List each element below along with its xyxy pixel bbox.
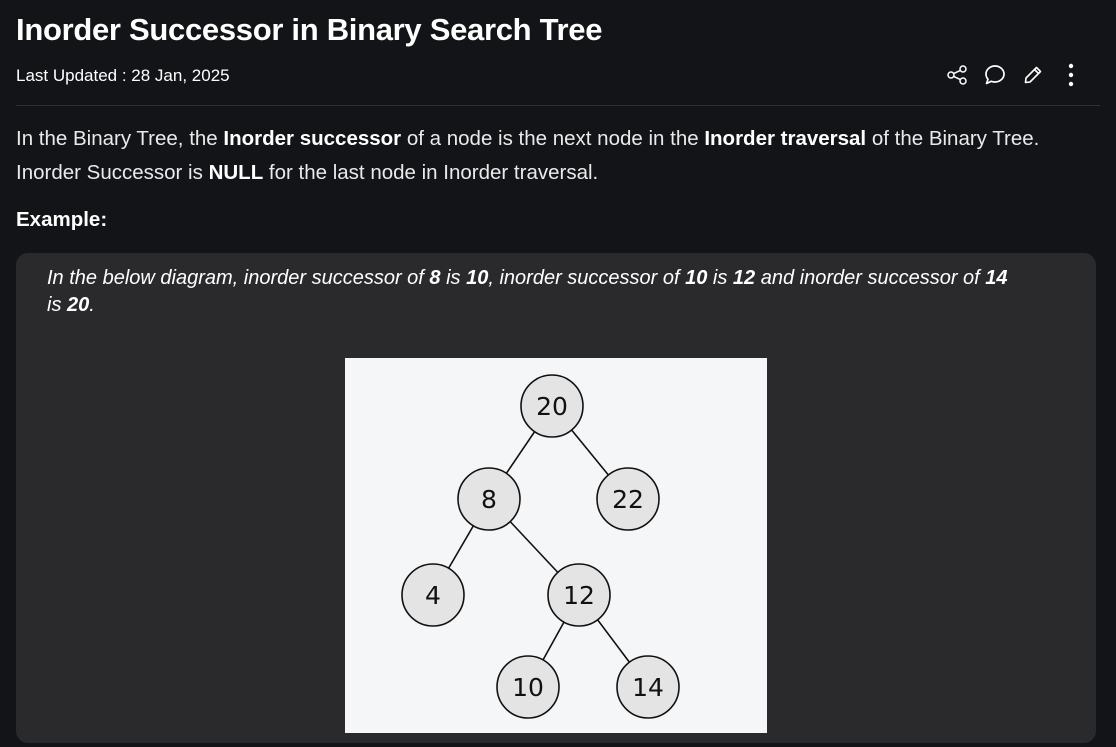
example-card: In the below diagram, inorder successor …	[16, 253, 1096, 743]
example-text-1: In the below diagram, inorder successor …	[47, 267, 430, 289]
last-updated: Last Updated : 28 Jan, 2025	[16, 66, 230, 85]
example-bold-6: 20	[67, 294, 90, 316]
tree-node-circle	[616, 655, 680, 719]
example-text-6: is	[47, 294, 67, 316]
example-text: In the below diagram, inorder successor …	[47, 265, 1027, 319]
tree-node-8: 8	[457, 467, 521, 531]
more-options-icon[interactable]	[1058, 61, 1084, 89]
tree-node-10: 10	[496, 655, 560, 719]
comment-icon[interactable]	[982, 61, 1008, 89]
example-bold-1: 8	[429, 267, 441, 289]
tree-node-label: 10	[512, 673, 544, 702]
tree-node-4: 4	[401, 563, 465, 627]
share-icon[interactable]	[944, 61, 970, 89]
article-actions	[944, 61, 1084, 89]
intro-paragraph: In the Binary Tree, the Inorder successo…	[16, 122, 1106, 190]
tree-node-circle	[496, 655, 560, 719]
tree-node-label: 4	[425, 581, 441, 610]
intro-text-4: for the last node in Inorder traversal.	[263, 161, 599, 184]
tree-node-circle	[596, 467, 660, 531]
example-bold-3: 10	[685, 267, 708, 289]
tree-node-circle	[401, 563, 465, 627]
tree-node-label: 8	[481, 485, 497, 514]
tree-node-circle	[457, 467, 521, 531]
bst-diagram-svg: 20 8 22 4 12 10 14	[401, 374, 680, 719]
example-bold-2: 10	[466, 267, 489, 289]
tree-node-label: 12	[563, 581, 595, 610]
tree-node-label: 20	[536, 392, 568, 421]
tree-node-circle	[520, 374, 584, 438]
header-divider	[16, 105, 1100, 106]
example-text-4: is	[707, 267, 733, 289]
tree-node-label: 14	[632, 673, 664, 702]
edit-icon[interactable]	[1020, 61, 1046, 89]
intro-bold-2: Inorder traversal	[704, 127, 867, 150]
example-text-7: .	[89, 294, 95, 316]
intro-text-3: of the Binary Tree. Inorder Successor is	[16, 127, 1040, 184]
tree-node-label: 22	[612, 485, 644, 514]
tree-node-circle	[547, 563, 611, 627]
tree-node-14: 14	[616, 655, 680, 719]
example-bold-4: 12	[732, 267, 756, 289]
tree-node-22: 22	[596, 467, 660, 531]
page-title: Inorder Successor in Binary Search Tree	[16, 12, 603, 47]
intro-text-2: of a node is the next node in the	[401, 127, 705, 150]
bst-diagram: 20 8 22 4 12 10 14	[345, 358, 767, 733]
example-bold-5: 14	[985, 267, 1008, 289]
example-text-2: is	[440, 267, 467, 289]
example-text-5: and inorder successor of	[755, 267, 986, 289]
tree-node-20: 20	[520, 374, 584, 438]
intro-bold-3: NULL	[208, 161, 264, 184]
example-text-3: , inorder successor of	[488, 267, 686, 289]
example-heading: Example:	[16, 208, 108, 231]
intro-text-1: In the Binary Tree, the	[16, 127, 224, 150]
intro-bold-1: Inorder successor	[223, 127, 402, 150]
tree-node-12: 12	[547, 563, 611, 627]
